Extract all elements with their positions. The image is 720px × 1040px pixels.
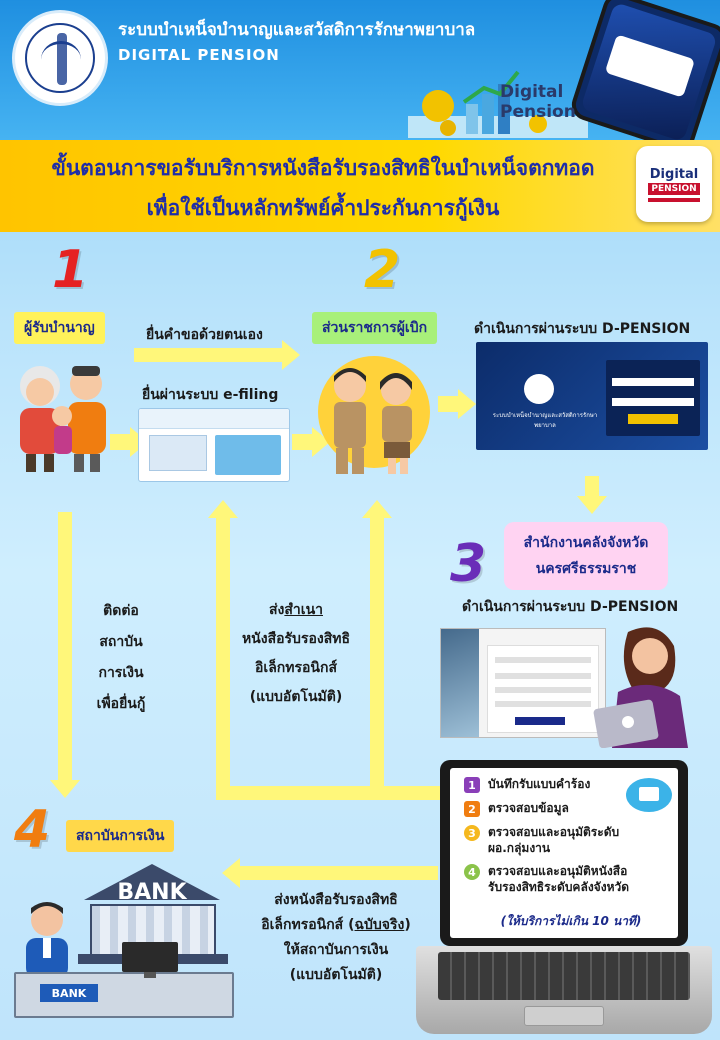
banner-title-line1: ขั้นตอนการขอรับบริการหนังสือรับรองสิทธิใ… — [51, 156, 595, 180]
arrow-pensioner-to-bank-head — [50, 780, 80, 798]
arrow-to-province-office — [585, 476, 599, 498]
elderly-couple-illustration — [20, 366, 106, 472]
self-submit-text: ยื่นคำขอด้วยตนเอง — [146, 327, 263, 343]
header-title: ระบบบำเหน็จบำนาญและสวัสดิการรักษาพยาบาล — [118, 20, 476, 40]
bank-sign: BANK — [117, 879, 187, 905]
clipboard-check-icon — [626, 778, 672, 812]
arrow-copy-up-2-head — [362, 500, 392, 518]
step-number-3: 3 — [450, 534, 487, 594]
arrow-agency-to-dpension-head — [458, 389, 476, 419]
send-certificate-text: ส่งหนังสือรับรองสิทธิ อิเล็กทรอนิกส์ (ฉบ… — [261, 892, 411, 983]
arrow-agency-to-dpension — [438, 396, 460, 412]
computer-monitor-icon — [122, 942, 178, 978]
digital-pension-wordmark: Digital Pension — [500, 82, 576, 122]
dpension-operation-text: ดำเนินการผ่านระบบ D-PENSION — [474, 321, 691, 337]
digital-pension-app-icon: Digital PENSION — [636, 146, 712, 222]
dpension-screenshot-2 — [440, 628, 606, 738]
efiling-text: ยื่นผ่านระบบ e-filing — [142, 387, 279, 403]
comptroller-seal-logo — [12, 10, 108, 106]
civil-officers-illustration — [318, 356, 430, 474]
province-office-label: สำนักงานคลังจังหวัด นครศรีธรรมราช — [504, 522, 668, 590]
woman-with-laptop-illustration — [593, 627, 688, 748]
laptop-trackpad — [524, 1006, 604, 1026]
agency-label: ส่วนราชการผู้เบิก — [312, 312, 438, 344]
bank-columns — [90, 904, 216, 956]
service-time-note: (ให้บริการไม่เกิน 10 นาที) — [500, 914, 642, 928]
arrow-self-submit — [134, 348, 284, 362]
header-subtitle: DIGITAL PENSION — [118, 46, 280, 64]
dpension-login-screenshot: ระบบบำเหน็จบำนาญและสวัสดิการรักษาพยาบาล — [476, 342, 708, 450]
arrow-to-province-office-head — [577, 496, 607, 514]
banner-title-line2: เพื่อใช้เป็นหลักทรัพย์ค้ำประกันการกู้เงิ… — [146, 196, 500, 220]
arrow-send-to-bank — [238, 866, 438, 880]
finance-illustration-icon — [408, 70, 588, 138]
arrow-copy-up-head — [208, 500, 238, 518]
banker-illustration — [26, 902, 68, 978]
efiling-screenshot — [138, 408, 290, 482]
step-number-2: 2 — [364, 240, 401, 300]
arrow-self-submit-head — [282, 340, 300, 370]
step-number-4: 4 — [14, 800, 51, 860]
arrow-pensioner-to-bank — [58, 512, 72, 782]
laptop-keyboard — [438, 952, 690, 1000]
pensioner-label: ผู้รับบำนาญ — [14, 312, 105, 344]
arrow-send-to-bank-head — [222, 858, 240, 888]
arrow-to-efiling — [110, 434, 132, 450]
arrow-copy-up — [216, 516, 230, 798]
dpension-operation-text-2: ดำเนินการผ่านระบบ D-PENSION — [462, 599, 679, 615]
title-banner — [0, 140, 720, 232]
financial-institution-label: สถาบันการเงิน — [66, 820, 175, 852]
step-number-1: 1 — [52, 240, 89, 300]
contact-bank-text: ติดต่อ สถาบัน การเงิน เพื่อยื่นกู้ — [96, 603, 146, 712]
copy-certificate-text: ส่งสำเนา หนังสือรับรองสิทธิ อิเล็กทรอนิก… — [241, 602, 351, 705]
arrow-copy-bottom — [216, 786, 440, 800]
arrow-efiling-to-agency — [292, 434, 314, 450]
arrow-copy-up-2 — [370, 516, 384, 800]
bank-counter-label: BANK — [40, 984, 98, 1002]
bank-building-icon — [84, 864, 220, 900]
